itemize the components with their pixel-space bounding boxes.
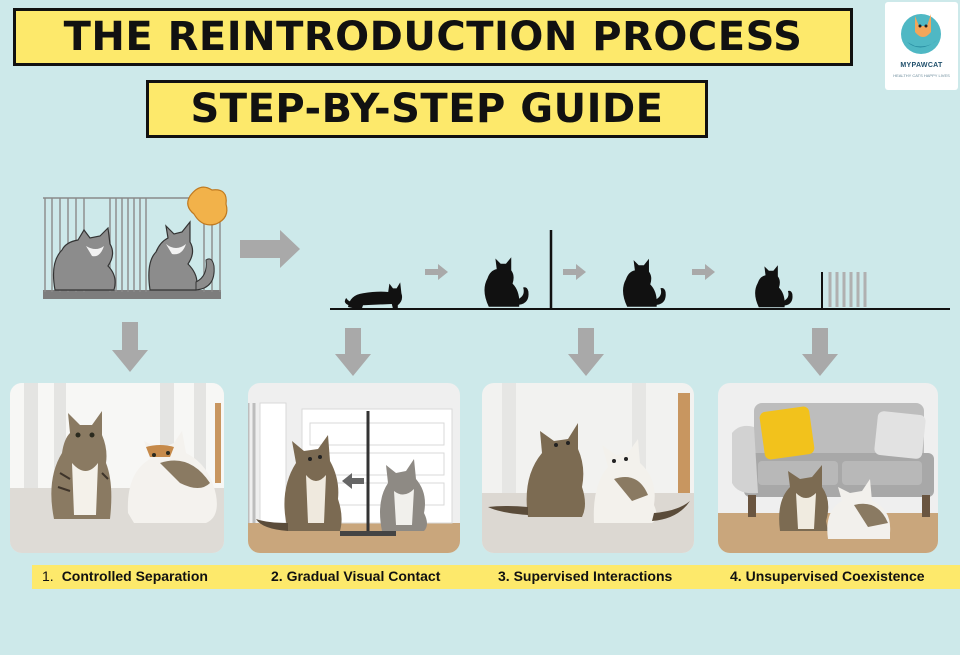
page-subtitle: STEP-BY-STEP GUIDE xyxy=(146,80,708,138)
brand-name: MYPAWCAT xyxy=(900,62,943,69)
grey-cat xyxy=(380,459,427,531)
step-4-text: Unsupervised Coexistence xyxy=(745,568,925,584)
tabby-cat xyxy=(51,411,112,519)
cat-icon-grey-right xyxy=(148,220,215,291)
step-3-text: Supervised Interactions xyxy=(513,568,673,584)
cat-icon-grey-left xyxy=(52,226,116,291)
small-arrow-icon xyxy=(692,264,715,280)
step-2-text: Gradual Visual Contact xyxy=(286,568,441,584)
step-2-number: 2. xyxy=(271,568,283,584)
step-2-label: 2. Gradual Visual Contact xyxy=(271,568,440,584)
cat-silhouette-sit-1 xyxy=(484,257,529,307)
cat-silhouette-crouch xyxy=(344,282,403,309)
cat-icon xyxy=(901,14,941,54)
tabby-cat xyxy=(256,435,342,531)
step-3-photo xyxy=(482,383,694,553)
calico-cat xyxy=(593,439,690,523)
step-labels-band xyxy=(32,565,960,589)
leaf-icon xyxy=(187,186,228,226)
cat-silhouette-sit-3 xyxy=(755,265,793,308)
tabby-cat xyxy=(779,465,829,531)
step-4-photo xyxy=(718,383,938,553)
white-cat xyxy=(827,479,891,539)
cat-silhouette-sit-2 xyxy=(623,258,666,307)
arrow-right-icon xyxy=(240,230,300,268)
small-arrow-icon xyxy=(425,264,448,280)
arrow-left-icon xyxy=(342,473,364,489)
step-1-text: Controlled Separation xyxy=(61,568,208,584)
step-3-label: 3. Supervised Interactions xyxy=(498,568,672,584)
brand-logo: MYPAWCAT HEALTHY CATS HAPPY LIVES xyxy=(885,2,958,90)
arrow-down-icon xyxy=(112,322,148,372)
arrow-down-icon xyxy=(568,328,604,376)
step-2-photo xyxy=(248,383,460,553)
step-3-number: 3. xyxy=(498,568,510,584)
cage-illustration xyxy=(43,186,228,299)
step-4-label: 4. Unsupervised Coexistence xyxy=(730,568,925,584)
arrow-down-icon xyxy=(335,328,371,376)
page-title: THE REINTRODUCTION PROCESS xyxy=(13,8,853,66)
small-arrow-icon xyxy=(563,264,586,280)
step-1-photo xyxy=(10,383,224,553)
calico-cat xyxy=(127,431,217,523)
progression-timeline xyxy=(330,230,950,310)
brand-tagline: HEALTHY CATS HAPPY LIVES xyxy=(893,73,950,78)
step-1-number: 1. xyxy=(42,568,54,584)
arrow-down-icon xyxy=(802,328,838,376)
process-illustration xyxy=(43,186,950,376)
step-1-label: 1. Controlled Separation xyxy=(42,568,208,584)
yellow-pillow xyxy=(759,406,815,460)
tabby-cat xyxy=(488,423,585,517)
grey-pillow xyxy=(874,411,926,459)
step-4-number: 4. xyxy=(730,568,742,584)
